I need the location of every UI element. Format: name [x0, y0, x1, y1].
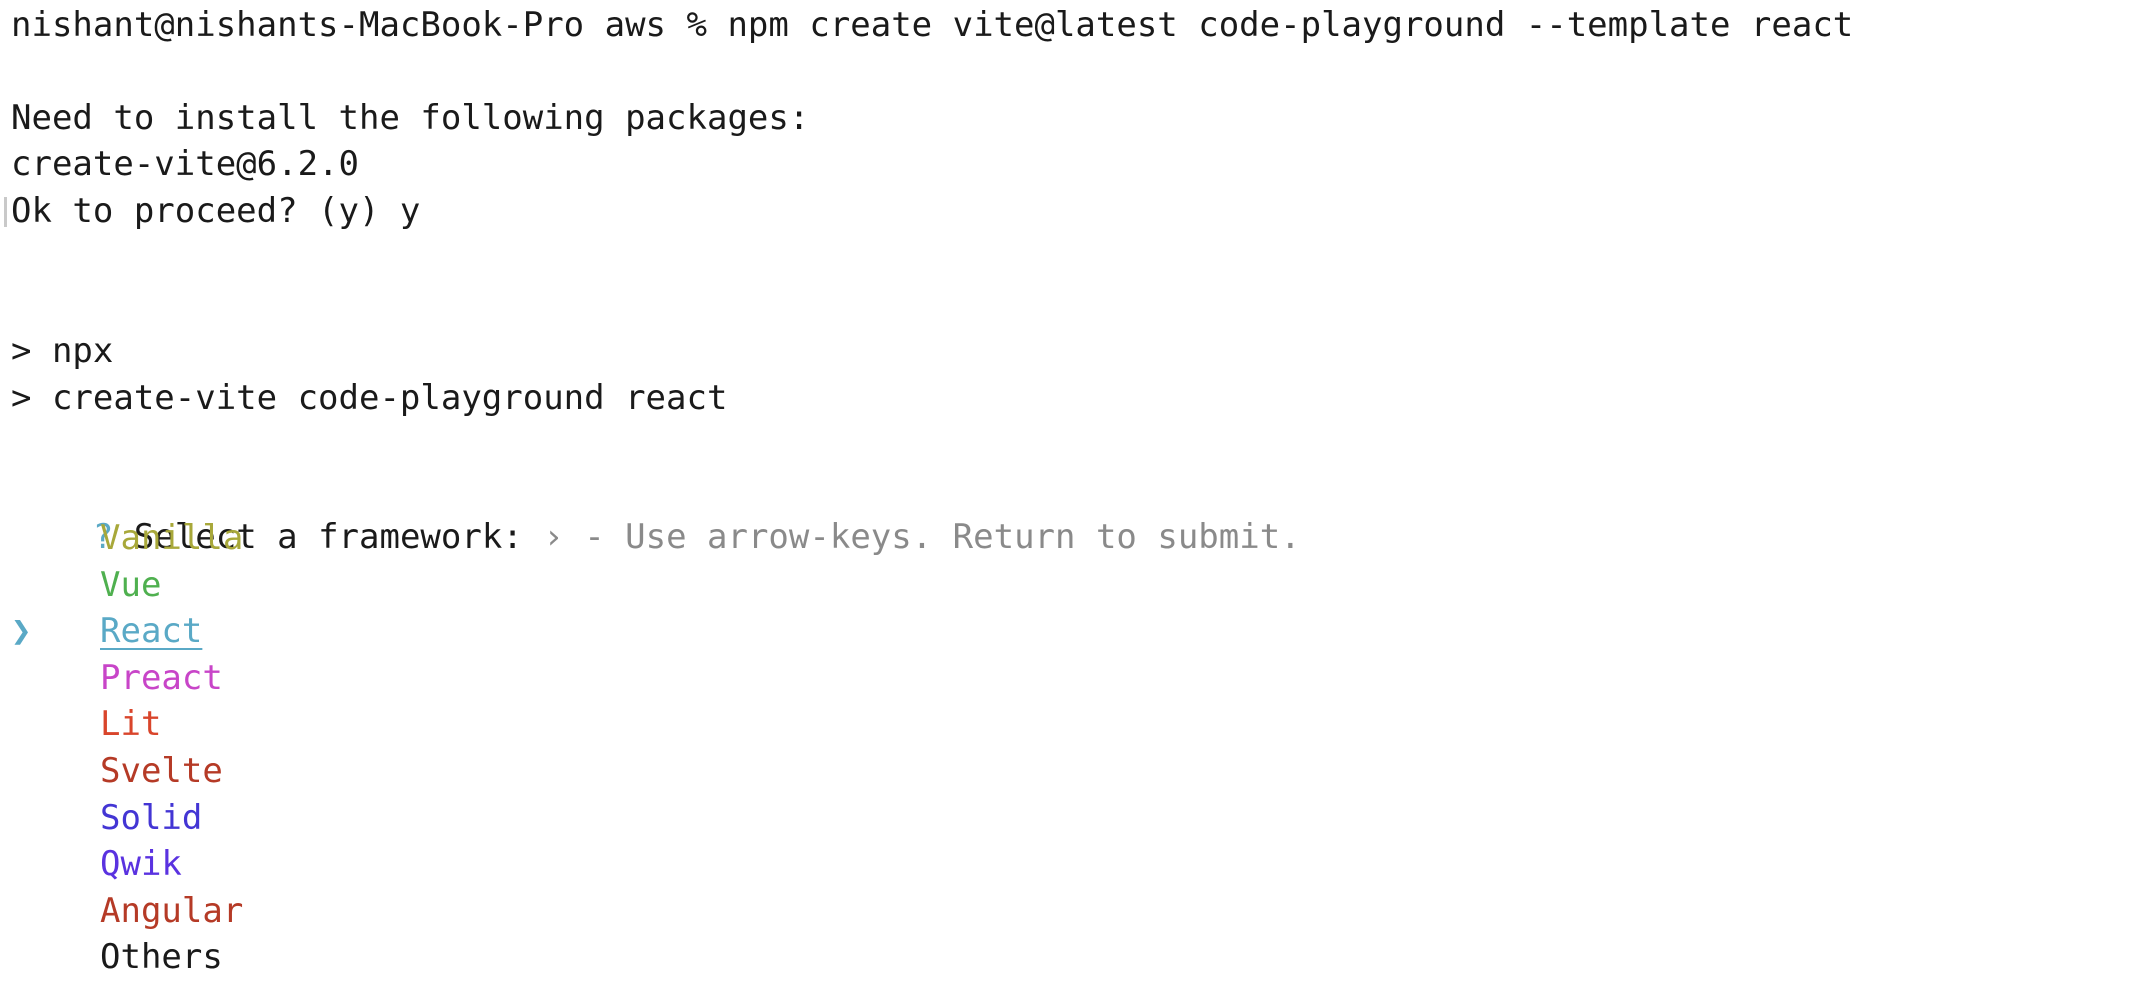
- question-hint: › - Use arrow-keys. Return to submit.: [522, 517, 1301, 557]
- framework-option-react[interactable]: ❯ React: [11, 608, 611, 654]
- framework-option-vue[interactable]: Vue: [11, 562, 611, 608]
- framework-option-others[interactable]: Others: [11, 934, 611, 980]
- question-label: Select a framework:: [133, 517, 523, 557]
- framework-option-svelte[interactable]: Svelte: [11, 748, 611, 794]
- install-notice-line: Need to install the following packages:: [11, 98, 810, 138]
- package-name-line: create-vite@6.2.0: [11, 144, 359, 184]
- npx-output-line-2: > create-vite code-playground react: [11, 378, 728, 418]
- framework-option-preact[interactable]: Preact: [11, 655, 611, 701]
- selection-pointer-icon: ❯: [11, 611, 32, 652]
- framework-option-label: Svelte: [100, 751, 223, 791]
- framework-option-angular[interactable]: Angular: [11, 888, 611, 934]
- question-mark-icon: ?: [92, 517, 114, 557]
- framework-option-label: Angular: [100, 890, 244, 931]
- framework-option-qwik[interactable]: Qwik: [11, 841, 611, 887]
- framework-option-label: Qwik: [100, 844, 182, 885]
- framework-option-label: Others: [100, 937, 223, 978]
- framework-question-line: ? Select a framework: › - Use arrow-keys…: [11, 468, 1301, 557]
- framework-option-solid[interactable]: Solid: [11, 795, 611, 841]
- framework-option-lit[interactable]: Lit: [11, 701, 611, 747]
- proceed-question-line: Ok to proceed? (y) y: [11, 191, 421, 231]
- framework-option-label: Solid: [100, 797, 203, 838]
- framework-option-label: Vanilla: [100, 518, 244, 558]
- framework-option-vanilla[interactable]: Vanilla: [11, 515, 611, 561]
- framework-option-label: Vue: [100, 564, 162, 605]
- framework-option-label: Lit: [100, 704, 162, 745]
- framework-option-label: React: [100, 611, 203, 652]
- cursor-marker: [4, 197, 7, 227]
- framework-option-label: Preact: [100, 657, 223, 698]
- command-prompt-line: nishant@nishants-MacBook-Pro aws % npm c…: [11, 5, 1854, 45]
- npx-output-line-1: > npx: [11, 331, 114, 371]
- terminal-window[interactable]: nishant@nishants-MacBook-Pro aws % npm c…: [11, 0, 2150, 986]
